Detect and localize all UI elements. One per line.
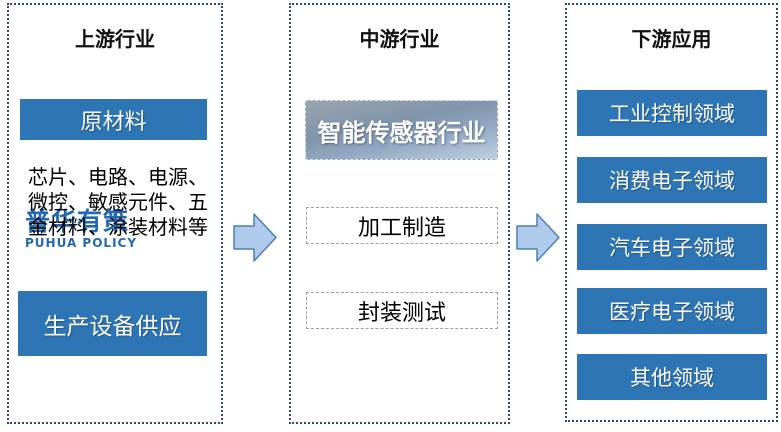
midstream-industry-box: 智能传感器行业 [305, 100, 498, 160]
watermark-cn-text: 普华有策 [25, 207, 130, 236]
upstream-raw-materials-box: 原材料 [20, 99, 207, 140]
midstream-panel: 中游行业 智能传感器行业 加工制造 封装测试 [289, 3, 510, 424]
upstream-panel: 上游行业 原材料 普华有策 PUHUA POLICY 芯片、电路、电源、微控、敏… [7, 3, 223, 424]
downstream-panel: 下游应用 工业控制领域 消费电子领域 汽车电子领域 医疗电子领域 其他领域 [565, 3, 778, 422]
downstream-item-automotive-electronics: 汽车电子领域 [577, 224, 767, 270]
watermark: 普华有策 PUHUA POLICY [25, 208, 137, 250]
upstream-title: 上游行业 [75, 27, 155, 51]
upstream-description: 芯片、电路、电源、微控、敏感元件、五金材料、涂装材料等 [28, 165, 208, 239]
downstream-item-industrial-control: 工业控制领域 [577, 90, 767, 136]
downstream-item-other: 其他领域 [577, 354, 767, 400]
midstream-step-packaging: 封装测试 [306, 292, 498, 329]
downstream-item-medical-electronics: 医疗电子领域 [577, 288, 767, 334]
midstream-title: 中游行业 [359, 27, 440, 51]
right-arrow-icon [516, 213, 560, 262]
downstream-title: 下游应用 [631, 27, 712, 51]
downstream-item-consumer-electronics: 消费电子领域 [577, 157, 767, 203]
midstream-step-processing: 加工制造 [306, 207, 498, 244]
upstream-equipment-box: 生产设备供应 [18, 291, 207, 356]
watermark-en-text: PUHUA POLICY [25, 235, 138, 250]
right-arrow-icon [233, 213, 277, 262]
